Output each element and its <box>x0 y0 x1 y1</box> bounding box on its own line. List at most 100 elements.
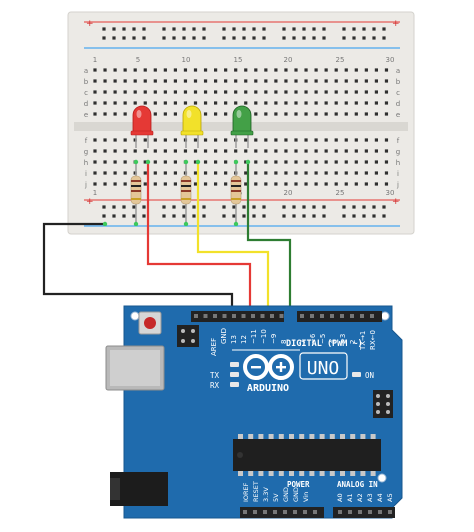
breadboard-hole <box>284 171 288 175</box>
row-letter: a <box>84 67 88 75</box>
breadboard-hole <box>314 171 318 175</box>
column-number: 25 <box>336 56 345 64</box>
breadboard-hole <box>203 149 208 153</box>
row-letter: c <box>396 89 400 97</box>
chip-pins <box>238 434 376 476</box>
pin-label: ~11 <box>250 329 258 344</box>
column-number: 25 <box>336 189 345 197</box>
breadboard-hole <box>143 182 147 186</box>
breadboard-hole <box>103 171 107 175</box>
bottom-pin-holes <box>243 510 392 514</box>
breadboard-hole <box>173 68 177 72</box>
breadboard-hole <box>173 160 177 164</box>
breadboard-hole <box>254 101 258 105</box>
breadboard-hole <box>324 90 328 94</box>
breadboard-hole <box>334 149 338 153</box>
chip-pin <box>370 434 376 440</box>
header-pin-hole <box>293 510 297 514</box>
rail-hole <box>292 36 296 40</box>
breadboard-hole <box>314 182 318 186</box>
chip-pin <box>299 434 305 440</box>
breadboard-hole <box>93 90 97 94</box>
header-pin-hole <box>330 314 334 318</box>
breadboard-hole <box>163 171 167 175</box>
breadboard-hole <box>284 68 288 72</box>
red-signal-wire[interactable] <box>146 160 252 318</box>
header-pin-hole <box>222 314 227 318</box>
breadboard-hole <box>224 160 228 164</box>
chip-pin <box>278 434 284 440</box>
breadboard-hole <box>254 68 258 72</box>
rail-hole <box>182 214 186 218</box>
breadboard-hole <box>324 112 328 116</box>
icsp-pin <box>386 410 390 414</box>
header-pin-hole <box>194 314 198 318</box>
breadboard-hole <box>203 101 208 105</box>
connection-dot <box>133 221 139 227</box>
breadboard-hole <box>234 101 238 105</box>
rail-hole <box>232 27 236 31</box>
breadboard-hole <box>284 138 288 142</box>
breadboard-hole <box>324 182 328 186</box>
yellow-led[interactable] <box>180 105 204 148</box>
green-signal-wire[interactable] <box>246 160 292 318</box>
atmega-chip <box>233 434 381 476</box>
chip-pin <box>238 470 243 476</box>
breadboard-hole <box>163 79 167 83</box>
rail-hole <box>222 36 226 40</box>
breadboard-hole <box>244 79 248 83</box>
rail-hole <box>282 27 286 31</box>
breadboard-hole <box>183 149 188 153</box>
breadboard-hole <box>314 101 318 105</box>
rail-hole <box>162 27 166 31</box>
row-letter: d <box>396 100 400 108</box>
header-pin-hole <box>310 314 314 318</box>
pin-label: 2 <box>349 340 357 344</box>
reset-button[interactable] <box>144 317 156 329</box>
breadboard-hole <box>123 90 127 94</box>
breadboard-hole <box>224 182 228 186</box>
red-led[interactable] <box>130 105 154 148</box>
header-pin-hole <box>251 314 255 318</box>
icsp-pin <box>181 329 185 333</box>
header-pin-hole <box>348 510 352 514</box>
breadboard-hole <box>374 79 378 83</box>
pin-label: A4 <box>376 493 384 502</box>
breadboard-hole <box>244 171 248 175</box>
breadboard-hole <box>193 138 198 142</box>
chip-notch <box>237 452 243 458</box>
breadboard-hole <box>163 112 167 116</box>
breadboard-hole <box>344 182 348 186</box>
breadboard-hole <box>374 171 378 175</box>
analog-header <box>333 507 395 518</box>
logo-plus-v <box>279 362 283 372</box>
row-letter: f <box>397 137 400 145</box>
resistor-3[interactable] <box>230 162 242 224</box>
breadboard-hole <box>193 79 198 83</box>
breadboard-hole <box>193 160 198 164</box>
digital-header-label: DIGITAL (PWM ~) <box>286 339 363 349</box>
breadboard-hole <box>103 79 107 83</box>
breadboard-hole <box>203 79 208 83</box>
breadboard-hole <box>364 149 368 153</box>
rail-hole <box>282 36 286 40</box>
breadboard-hole <box>384 101 389 105</box>
breadboard-hole <box>334 160 338 164</box>
row-letter: f <box>85 137 88 145</box>
black-ground-wire[interactable] <box>42 222 234 318</box>
breadboard-hole <box>113 112 117 116</box>
resistor-1[interactable] <box>130 162 142 224</box>
column-number: 5 <box>136 56 140 64</box>
breadboard-hole <box>203 138 208 142</box>
breadboard-hole <box>254 138 258 142</box>
pin-label: IOREF <box>242 482 250 502</box>
rail-hole <box>352 214 356 218</box>
led-highlight <box>236 110 242 118</box>
yellow-signal-wire[interactable] <box>196 160 270 318</box>
breadboard-hole <box>344 112 348 116</box>
resistor-2[interactable] <box>180 162 192 224</box>
pin-label: A1 <box>346 493 354 502</box>
breadboard-holes <box>93 27 389 218</box>
green-led[interactable] <box>230 105 254 148</box>
resistor-band <box>181 185 191 187</box>
